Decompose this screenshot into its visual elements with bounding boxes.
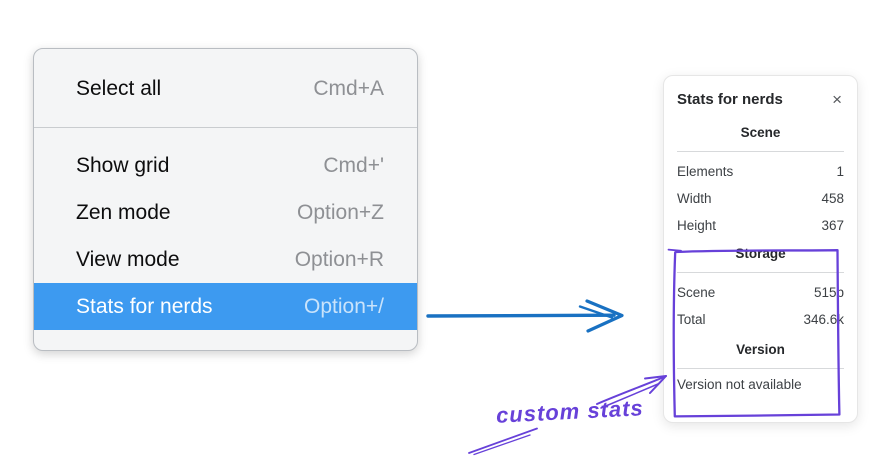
stats-row-height: Height 367: [677, 214, 844, 236]
annotation-line: [468, 427, 538, 456]
stats-section-scene: Scene Elements 1 Width 458 Height 367: [677, 125, 844, 236]
menu-separator: [34, 127, 417, 128]
stat-label: Width: [677, 190, 712, 206]
stat-label: Scene: [677, 284, 716, 300]
menu-item-label: Show grid: [76, 153, 170, 177]
stats-panel-header: Stats for nerds ×: [677, 89, 844, 109]
stats-section-version: Version Version not available: [677, 342, 844, 397]
section-divider: [677, 368, 844, 369]
stats-panel-title: Stats for nerds: [677, 90, 783, 108]
close-icon[interactable]: ×: [832, 89, 842, 109]
version-note: Version not available: [677, 377, 802, 392]
menu-item-label: Zen mode: [76, 200, 171, 224]
stat-label: Height: [677, 217, 717, 233]
stats-panel: Stats for nerds × Scene Elements 1 Width…: [663, 75, 858, 423]
stat-value: 1: [836, 163, 844, 179]
stats-row-total-storage: Total 346.6k: [677, 308, 844, 330]
section-divider: [677, 151, 844, 152]
stat-value: 346.6k: [803, 311, 844, 327]
stats-section-heading: Storage: [735, 246, 786, 261]
menu-item-select-all[interactable]: Select all Cmd+A: [34, 65, 417, 113]
stats-row-elements: Elements 1: [677, 160, 844, 182]
menu-item-shortcut: Cmd+A: [313, 77, 384, 100]
stat-value: 515b: [813, 284, 844, 300]
menu-item-view-mode[interactable]: View mode Option+R: [34, 236, 417, 283]
menu-item-label: Stats for nerds: [76, 294, 213, 318]
menu-item-shortcut: Option+Z: [297, 200, 384, 224]
stats-section-heading: Scene: [740, 125, 781, 140]
context-menu: Select all Cmd+A Show grid Cmd+' Zen mod…: [33, 48, 418, 351]
menu-item-label: View mode: [76, 247, 180, 271]
stats-section-storage: Storage Scene 515b Total 346.6k: [677, 246, 844, 330]
menu-item-label: Select all: [76, 77, 162, 100]
stats-row-scene-storage: Scene 515b: [677, 281, 844, 303]
menu-group-view: Show grid Cmd+' Zen mode Option+Z View m…: [34, 142, 417, 330]
menu-item-stats-for-nerds[interactable]: Stats for nerds Option+/: [34, 283, 417, 330]
stat-label: Elements: [677, 163, 734, 179]
stat-label: Total: [677, 311, 706, 327]
annotation-custom-stats-label: custom stats: [495, 395, 645, 428]
menu-item-shortcut: Cmd+': [323, 153, 384, 177]
menu-item-shortcut: Option+R: [294, 247, 384, 271]
menu-item-shortcut: Option+/: [304, 294, 384, 318]
stat-value: 367: [821, 217, 844, 233]
section-divider: [677, 272, 844, 273]
stats-section-heading: Version: [736, 342, 785, 357]
menu-item-show-grid[interactable]: Show grid Cmd+': [34, 142, 417, 189]
stat-value: 458: [821, 190, 844, 206]
stats-row-width: Width 458: [677, 187, 844, 209]
menu-item-zen-mode[interactable]: Zen mode Option+Z: [34, 189, 417, 236]
blue-arrow: [426, 299, 624, 333]
